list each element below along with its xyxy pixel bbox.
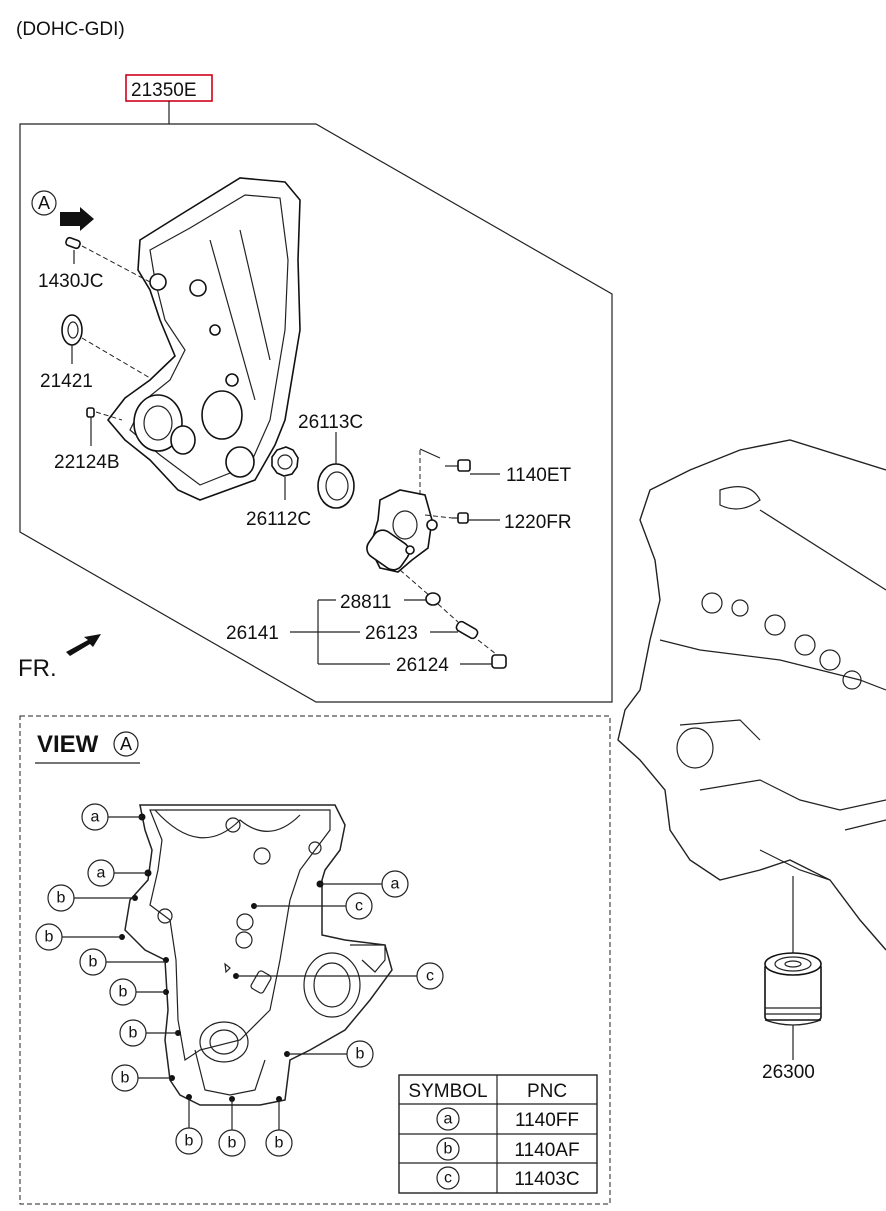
dowel-pin-icon[interactable] bbox=[65, 236, 81, 250]
table-row-pnc: 11403C bbox=[514, 1169, 579, 1190]
assembly-pnc-label[interactable]: 21350E bbox=[131, 80, 197, 101]
outer-rotor-icon[interactable] bbox=[317, 463, 355, 509]
view-title-marker-letter: A bbox=[120, 734, 132, 754]
part-label-22124b[interactable]: 22124B bbox=[54, 452, 120, 473]
timing-cover-rear-view bbox=[124, 804, 393, 1106]
plug-icon[interactable] bbox=[491, 654, 507, 669]
dash-21421 bbox=[81, 337, 151, 379]
symbol-callout-c[interactable]: c bbox=[345, 892, 373, 920]
oil-pump-housing[interactable] bbox=[363, 489, 438, 574]
part-label-28811[interactable]: 28811 bbox=[340, 592, 391, 613]
table-row-pnc: 1140AF bbox=[514, 1140, 579, 1161]
svg-text:c: c bbox=[426, 968, 434, 985]
part-label-26112c[interactable]: 26112C bbox=[246, 509, 311, 530]
view-title: VIEW bbox=[37, 731, 99, 758]
oil-seal-icon[interactable] bbox=[61, 314, 83, 346]
pin-icon[interactable] bbox=[86, 407, 95, 418]
front-arrow-icon bbox=[66, 634, 101, 656]
part-label-1140et[interactable]: 1140ET bbox=[506, 465, 572, 486]
engine-type-label: (DOHC-GDI) bbox=[16, 19, 125, 40]
svg-text:b: b bbox=[129, 1025, 138, 1042]
svg-text:a: a bbox=[391, 876, 400, 893]
svg-text:b: b bbox=[356, 1046, 365, 1063]
svg-text:c: c bbox=[355, 898, 363, 915]
plunger-icon[interactable] bbox=[425, 592, 441, 606]
svg-text:b: b bbox=[121, 1070, 130, 1087]
symbol-callout-b[interactable]: b bbox=[218, 1129, 246, 1157]
svg-text:b: b bbox=[119, 984, 128, 1001]
symbol-callout-b[interactable]: b bbox=[109, 978, 137, 1006]
view-a-panel bbox=[19, 715, 611, 1205]
symbol-callout-b[interactable]: b bbox=[346, 1040, 374, 1068]
bolt-icon[interactable] bbox=[457, 459, 471, 472]
front-label: FR. bbox=[18, 655, 57, 682]
symbol-callout-b[interactable]: b bbox=[79, 948, 107, 976]
dash-1430jc bbox=[81, 245, 151, 283]
table-header-pnc: PNC bbox=[527, 1081, 567, 1102]
view-marker-circle bbox=[31, 190, 57, 216]
symbol-callout-a[interactable]: a bbox=[381, 870, 409, 898]
part-label-1430jc[interactable]: 1430JC bbox=[38, 271, 104, 292]
svg-text:b: b bbox=[57, 890, 66, 907]
view-title-marker-circle bbox=[113, 731, 139, 757]
table-row-pnc: 1140FF bbox=[515, 1110, 579, 1131]
symbol-callout-a[interactable]: a bbox=[81, 803, 109, 831]
dash-22124b bbox=[95, 411, 123, 421]
symbol-callout-b[interactable]: b bbox=[47, 884, 75, 912]
oil-filter-icon[interactable] bbox=[764, 952, 822, 1026]
symbol-callout-c[interactable]: c bbox=[416, 962, 444, 990]
svg-text:b: b bbox=[45, 929, 54, 946]
inner-gear-icon[interactable] bbox=[271, 446, 299, 477]
svg-text:b: b bbox=[275, 1135, 284, 1152]
svg-text:b: b bbox=[89, 954, 98, 971]
symbol-leaders bbox=[62, 816, 417, 1130]
symbol-callout-b[interactable]: b bbox=[265, 1129, 293, 1157]
symbol-table: SYMBOL PNC a 1140FF b 1140AF c 11403C bbox=[398, 1074, 598, 1194]
spring-icon[interactable] bbox=[455, 620, 479, 640]
symbol-callout-b[interactable]: b bbox=[119, 1019, 147, 1047]
svg-text:b: b bbox=[185, 1133, 194, 1150]
part-label-26300[interactable]: 26300 bbox=[762, 1062, 815, 1083]
part-label-26124[interactable]: 26124 bbox=[396, 655, 449, 676]
view-marker-letter: A bbox=[38, 193, 50, 213]
svg-text:a: a bbox=[97, 865, 106, 882]
table-header-symbol: SYMBOL bbox=[408, 1081, 487, 1102]
engine-block-outline bbox=[617, 439, 886, 951]
part-label-26113c[interactable]: 26113C bbox=[298, 412, 363, 433]
part-label-21421[interactable]: 21421 bbox=[40, 371, 93, 392]
symbol-callout-a[interactable]: a bbox=[87, 859, 115, 887]
assembly-enclosure bbox=[19, 123, 613, 703]
part-label-1220fr[interactable]: 1220FR bbox=[504, 512, 572, 533]
part-label-26141[interactable]: 26141 bbox=[226, 623, 279, 644]
symbol-callout-b[interactable]: b bbox=[35, 923, 63, 951]
symbol-callout-b[interactable]: b bbox=[111, 1064, 139, 1092]
table-row-symbol: a bbox=[444, 1111, 453, 1128]
view-arrow-icon bbox=[60, 207, 94, 231]
table-row-symbol: b bbox=[444, 1141, 453, 1158]
part-label-26123[interactable]: 26123 bbox=[365, 623, 418, 644]
table-row-symbol: c bbox=[444, 1170, 452, 1187]
timing-chain-cover[interactable] bbox=[106, 177, 301, 501]
svg-text:a: a bbox=[91, 809, 100, 826]
bolt-icon[interactable] bbox=[457, 512, 469, 524]
symbol-callout-b[interactable]: b bbox=[175, 1127, 203, 1155]
svg-text:b: b bbox=[228, 1135, 237, 1152]
